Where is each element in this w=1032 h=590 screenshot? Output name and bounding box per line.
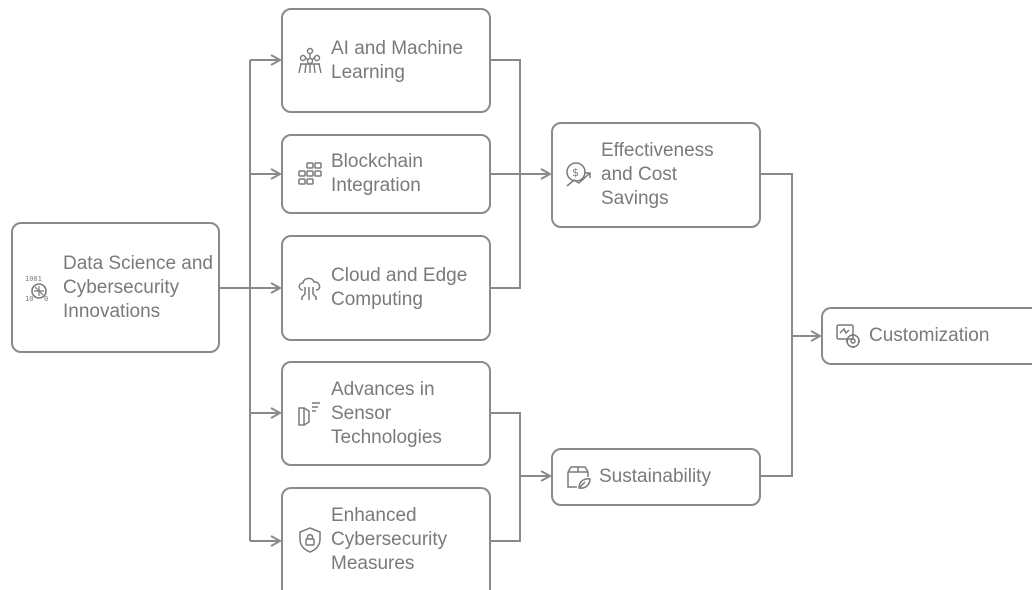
node-label: Cloud and Edge Computing (331, 265, 468, 310)
binary-brain-icon: 1001 10 0 (23, 274, 53, 302)
node-ai-machine-learning[interactable]: AI and Machine Learning (281, 8, 491, 113)
custom-settings-icon (833, 322, 863, 350)
node-cloud-edge-computing[interactable]: Cloud and Edge Computing (281, 235, 491, 341)
node-effectiveness-cost-savings[interactable]: $ Effectiveness and Cost Savings (551, 122, 761, 228)
sensor-icon (295, 400, 325, 428)
svg-text:10: 10 (25, 295, 33, 302)
svg-text:1001: 1001 (25, 275, 42, 283)
node-customization[interactable]: Customization (821, 307, 1032, 365)
svg-text:$: $ (572, 166, 579, 179)
node-label: Data Science and Cybersecurity Innovatio… (63, 252, 213, 322)
node-label: Blockchain Integration (331, 151, 423, 196)
node-label: Customization (869, 325, 990, 346)
shield-lock-icon (295, 526, 325, 554)
node-label: AI and Machine Learning (331, 37, 464, 83)
node-blockchain-integration[interactable]: Blockchain Integration (281, 134, 491, 214)
node-cybersecurity-measures[interactable]: Enhanced Cybersecurity Measures (281, 487, 491, 590)
neural-network-icon (295, 47, 325, 75)
node-sustainability[interactable]: Sustainability (551, 448, 761, 506)
node-label: Effectiveness and Cost Savings (601, 140, 714, 209)
cloud-circuit-icon (295, 274, 325, 302)
blocks-icon (295, 161, 325, 187)
node-label: Enhanced Cybersecurity Measures (331, 504, 448, 574)
node-label: Advances in Sensor Technologies (331, 378, 442, 448)
connector-sensor-out (491, 412, 521, 542)
node-label: Sustainability (599, 466, 711, 487)
svg-text:0: 0 (44, 295, 48, 302)
node-data-science[interactable]: 1001 10 0 Data Science and Cybersecurity… (11, 222, 220, 353)
eco-box-icon (563, 463, 593, 491)
connector-effectiveness-out (761, 173, 793, 477)
money-growth-icon: $ (563, 160, 595, 190)
node-sensor-technologies[interactable]: Advances in Sensor Technologies (281, 361, 491, 466)
